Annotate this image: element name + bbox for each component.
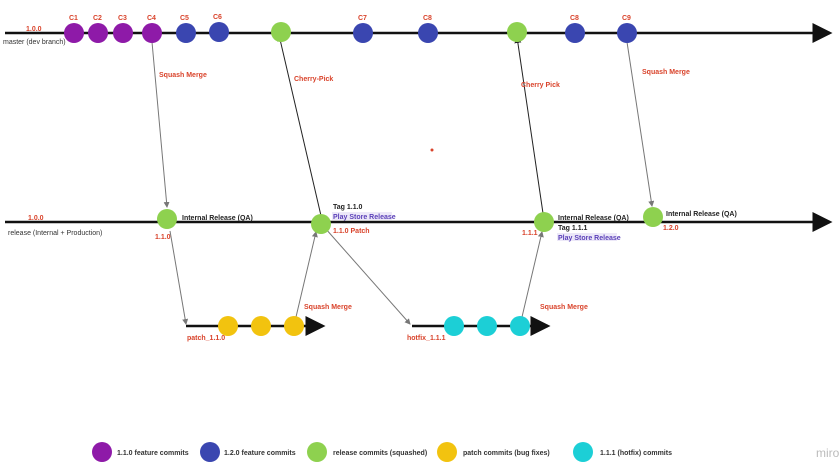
- patch-branch-arrow: [169, 230, 189, 325]
- release-branch-label: release (Internal + Production): [8, 230, 102, 237]
- cherry-pick-arrow: [514, 36, 545, 221]
- play-store-release-label: Play Store Release: [333, 214, 396, 221]
- internal-release-label: Internal Release (QA): [182, 215, 253, 222]
- dot: [430, 148, 434, 152]
- commit-label: C6: [213, 14, 222, 21]
- commit-c8[interactable]: [418, 23, 438, 43]
- tag-label: Tag 1.1.1: [558, 225, 588, 232]
- legend-swatch-110: [92, 442, 112, 462]
- commit-label: C8: [570, 15, 579, 22]
- cherry-pick-label: Cherry-Pick: [294, 76, 333, 83]
- master-version: 1.0.0: [26, 26, 42, 33]
- cherry-pick-commit[interactable]: [507, 22, 527, 42]
- version-label: 1.1.0: [155, 234, 171, 241]
- commit-label: C3: [118, 15, 127, 22]
- commit-c7[interactable]: [353, 23, 373, 43]
- tag-label: Tag 1.1.0: [333, 204, 363, 211]
- commit-label: C7: [358, 15, 367, 22]
- squash-merge-arrow: [151, 41, 170, 208]
- release-version: 1.0.0: [28, 215, 44, 222]
- commit-c1[interactable]: [64, 23, 84, 43]
- squash-merge-label: Squash Merge: [540, 304, 588, 311]
- legend-swatch-hotfix: [573, 442, 593, 462]
- patch-commit[interactable]: [251, 316, 271, 336]
- squash-merge-label: Squash Merge: [304, 304, 352, 311]
- legend-label: patch commits (bug fixes): [463, 450, 550, 457]
- patch-branch-label: patch_1.1.0: [187, 335, 225, 342]
- commit-c5[interactable]: [176, 23, 196, 43]
- hotfix-commit[interactable]: [444, 316, 464, 336]
- hotfix-merge-arrow: [521, 231, 544, 318]
- legend-swatch-patch: [437, 442, 457, 462]
- commit-label: C5: [180, 15, 189, 22]
- patch-commit[interactable]: [218, 316, 238, 336]
- cherry-pick-label: Cherry Pick: [521, 82, 560, 89]
- legend-swatch-release: [307, 442, 327, 462]
- commit-c3[interactable]: [113, 23, 133, 43]
- commit-c2[interactable]: [88, 23, 108, 43]
- commit-c4[interactable]: [142, 23, 162, 43]
- commit-c6[interactable]: [209, 22, 229, 42]
- legend-label: 1.1.1 (hotfix) commits: [600, 450, 672, 457]
- squash-merge-label: Squash Merge: [642, 69, 690, 76]
- hotfix-branch-arrow: [324, 227, 411, 325]
- release-commit-110[interactable]: [157, 209, 177, 229]
- commit-c9[interactable]: [617, 23, 637, 43]
- internal-release-label: Internal Release (QA): [666, 211, 737, 218]
- master-branch-label: master (dev branch): [3, 39, 66, 46]
- commit-label: C8: [423, 15, 432, 22]
- commit-label: C1: [69, 15, 78, 22]
- patch-merge-arrow: [295, 231, 318, 318]
- commit-label: C9: [622, 15, 631, 22]
- release-commit-120[interactable]: [643, 207, 663, 227]
- legend-label: 1.2.0 feature commits: [224, 450, 296, 457]
- play-store-release-label: Play Store Release: [558, 235, 621, 242]
- version-label: 1.1.1: [522, 230, 538, 237]
- hotfix-commit[interactable]: [477, 316, 497, 336]
- release-commit-110-patch[interactable]: [311, 214, 331, 234]
- hotfix-commit[interactable]: [510, 316, 530, 336]
- commit-c8b[interactable]: [565, 23, 585, 43]
- cherry-pick-commit[interactable]: [271, 22, 291, 42]
- cherry-pick-arrow: [276, 34, 323, 221]
- commit-label: C2: [93, 15, 102, 22]
- squash-merge-label: Squash Merge: [159, 72, 207, 79]
- version-label: 1.1.0 Patch: [333, 228, 370, 235]
- commit-label: C4: [147, 15, 156, 22]
- master-commits: [64, 22, 637, 43]
- squash-merge-arrow: [626, 41, 655, 207]
- legend-label: 1.1.0 feature commits: [117, 450, 189, 457]
- hotfix-branch-label: hotfix_1.1.1: [407, 335, 446, 342]
- legend: 1.1.0 feature commits 1.2.0 feature comm…: [92, 442, 672, 462]
- legend-label: release commits (squashed): [333, 450, 427, 457]
- version-label: 1.2.0: [663, 225, 679, 232]
- legend-swatch-120: [200, 442, 220, 462]
- release-commit-111[interactable]: [534, 212, 554, 232]
- miro-watermark: miro: [816, 446, 840, 460]
- internal-release-label: Internal Release (QA): [558, 215, 629, 222]
- patch-commit[interactable]: [284, 316, 304, 336]
